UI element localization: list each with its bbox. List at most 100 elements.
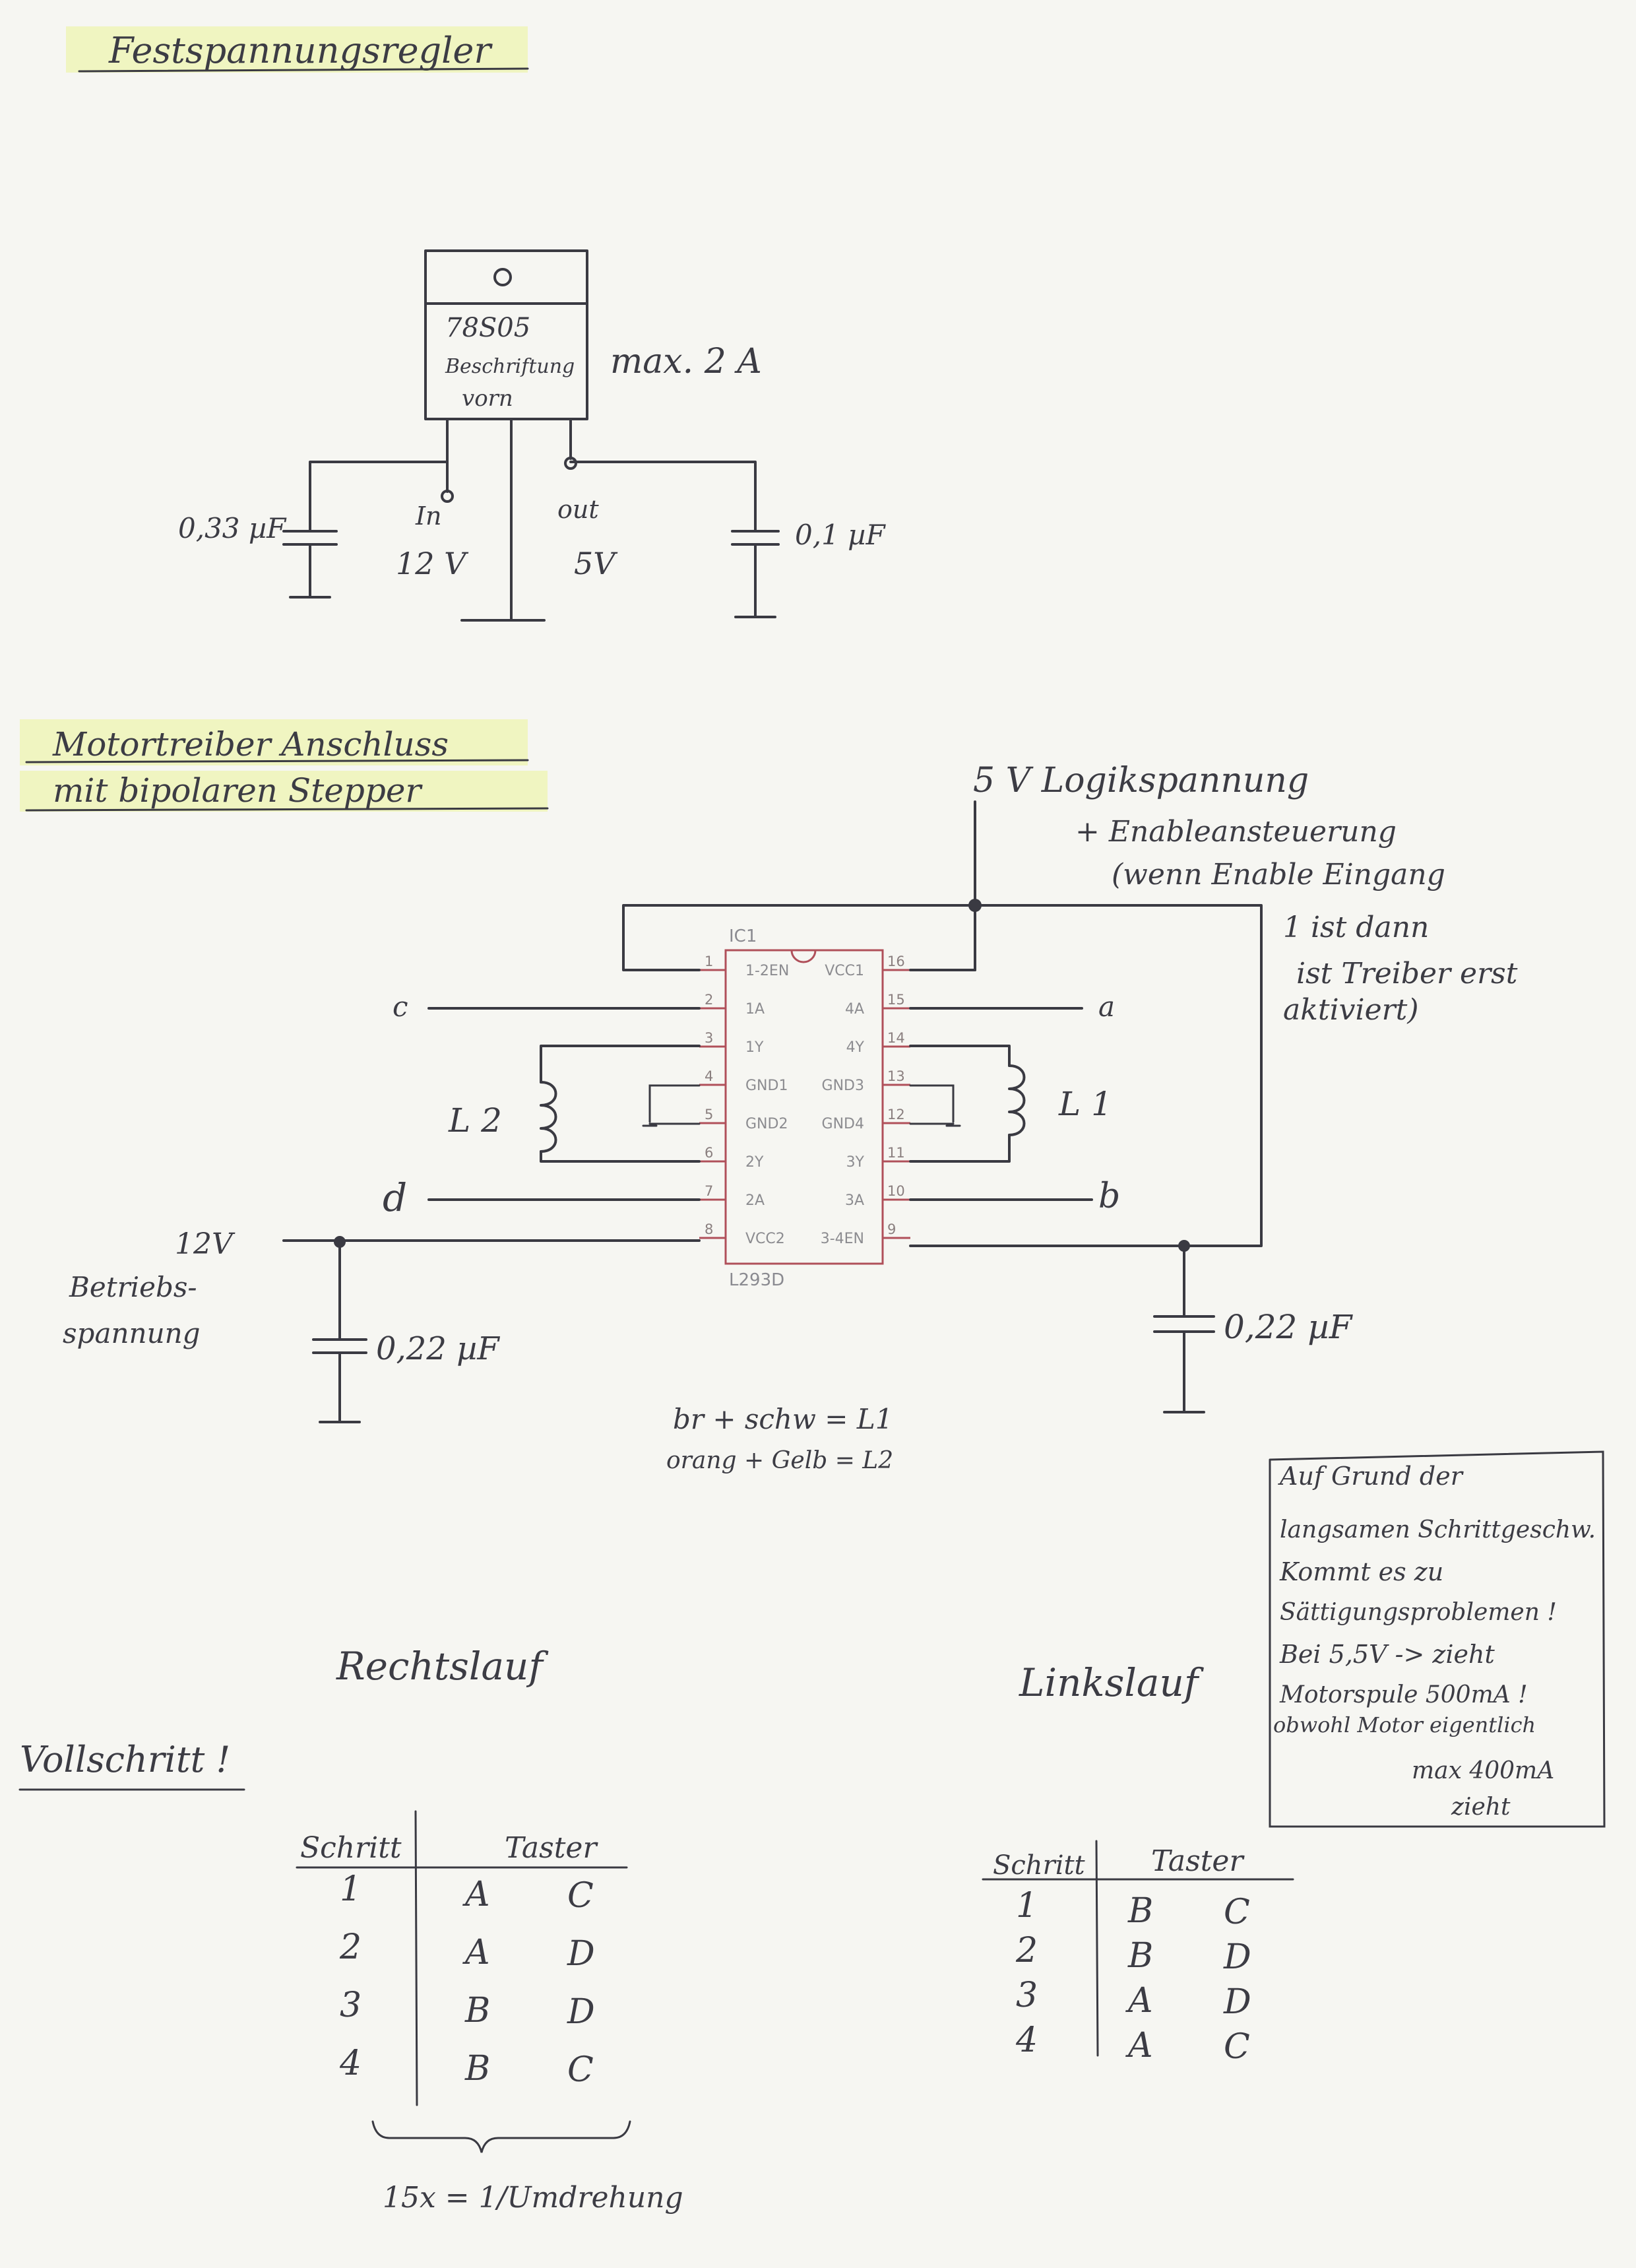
ic-pin-number: 8 [705,1221,713,1237]
ic-pin-number: 15 [887,992,905,1008]
key-1: A [462,1875,490,1914]
ic-pin-name: 3Y [846,1154,865,1171]
ic-pin-number: 10 [887,1183,905,1199]
driver-underline-2 [25,807,549,812]
cap-right-label: 0,22 µF [1224,1308,1354,1346]
left-col-keys: Taster [1151,1844,1245,1878]
chip-note-label-2: vorn [462,385,513,412]
output-rail [569,461,757,533]
signal-d-label: d [383,1175,407,1220]
logic-note-5: ist Treiber erst [1296,957,1518,990]
ic-pin-number: 7 [705,1183,713,1199]
l293d-chip [724,949,884,1265]
ic-ref-label: IC1 [729,926,757,946]
key-1: B [1127,1936,1153,1976]
ic-pin-name: GND3 [822,1078,864,1094]
step-number: 3 [1016,1976,1038,2015]
supply-label: Betriebs- [69,1271,197,1303]
input-voltage-label: 12 V [396,546,469,581]
left-col-step: Schritt [993,1850,1086,1881]
key-1: B [1127,1891,1153,1931]
revolution-note: 15x = 1/Umdrehung [383,2181,683,2215]
key-2: C [567,2050,594,2090]
ic-pin-name: 1A [745,1001,765,1018]
note-line: Auf Grund der [1278,1462,1464,1491]
coil-l2-icon [540,1081,557,1153]
ic-pin-name: VCC2 [745,1231,785,1247]
cap-in-label: 0,33 µF [178,512,287,544]
logic-note-3: (wenn Enable Eingang [1112,858,1445,891]
driver-section: Motortreiber Anschluss mit bipolaren Ste… [20,719,1518,1474]
enable-1-wire [622,904,976,971]
ic-pin-name: VCC1 [825,963,864,979]
step-number: 4 [339,2044,362,2083]
ic-pin-number: 11 [887,1145,905,1161]
regulator-heading: Festspannungsregler [108,30,493,71]
key-2: D [1223,1982,1251,2022]
ic-pin-name: 1Y [745,1039,764,1056]
note-line: Sättigungsproblemen ! [1280,1599,1557,1626]
heading-highlight [66,26,528,73]
coil-l1-wire-top [909,1045,1011,1067]
step-number: 1 [1016,1886,1038,1926]
pin-in-node [441,490,454,503]
logic-note-6: aktiviert) [1283,993,1419,1027]
note-line: Bei 5,5V -> zieht [1279,1640,1495,1669]
pin-in-label: In [415,502,441,531]
coil-l1-wire-bottom [909,1134,1011,1163]
signal-a-label: a [1098,990,1115,1023]
key-1: B [464,1991,490,2030]
driver-heading-highlight-2 [20,771,548,812]
pin-out-label: out [557,495,599,524]
coil-l2-wire-top [540,1045,701,1084]
key-1: A [1125,2026,1153,2065]
supply-label-2: spannung [63,1317,201,1349]
step-number: 2 [339,1928,362,1967]
key-2: D [567,1934,595,1974]
driver-underline [25,759,529,763]
note-box [1269,1450,1606,1828]
step-number: 4 [1015,2021,1038,2060]
mounting-hole-icon [493,268,512,286]
gnd3-wire [909,1084,955,1123]
key-2: C [567,1876,594,1916]
input-rail [309,461,449,533]
note-line: langsamen Schrittgeschw. [1280,1516,1596,1543]
chip-note-label: Beschriftung [445,355,575,378]
left-column-rule [1095,1840,1099,2057]
key-2: C [1224,2027,1250,2067]
coil-l1-label: L 1 [1058,1085,1112,1123]
ic-pin-name: GND4 [822,1116,864,1132]
ic-pin-number: 14 [887,1030,905,1046]
ic-pin-number: 3 [705,1030,713,1046]
ic-pin-number: 12 [887,1107,905,1122]
ic-pin-name: GND1 [745,1078,788,1094]
ic-pin-number: 16 [887,954,905,969]
cap-left-label: 0,22 µF [376,1330,500,1367]
ic-notch [790,950,817,963]
ic-pin-name: 3A [845,1192,864,1209]
chip-part-label: 78S05 [445,313,530,343]
driver-heading-highlight [20,719,528,765]
signal-b-label: b [1098,1177,1120,1216]
wire-color-note-2: orang + Gelb = L2 [666,1447,893,1474]
supply-voltage-label: 12V [175,1227,236,1261]
left-direction-title: Linkslauf [1019,1660,1205,1705]
wire-color-note: br + schw = L1 [673,1403,893,1435]
ic-pins: 11-2EN21A31Y4GND15GND262Y72A8VCC216VCC11… [699,954,910,1247]
logic-note-2: + Enableansteuerung [1075,815,1397,849]
ic-pin-name: 2A [745,1192,765,1209]
key-2: D [1223,1937,1251,1977]
ic-part-label: L293D [729,1270,784,1290]
coil-l2-label: L 2 [448,1101,502,1140]
coil-l2-wire-bottom [540,1150,701,1163]
step-number: 1 [340,1869,362,1909]
step-section: Vollschritt ! Rechtslauf Linkslauf Schri… [18,1644,1294,2215]
right-col-keys: Taster [505,1831,598,1865]
cap-out-label: 0,1 µF [795,519,886,551]
ic-pin-number: 5 [705,1107,713,1122]
output-voltage-label: 5V [574,546,618,581]
